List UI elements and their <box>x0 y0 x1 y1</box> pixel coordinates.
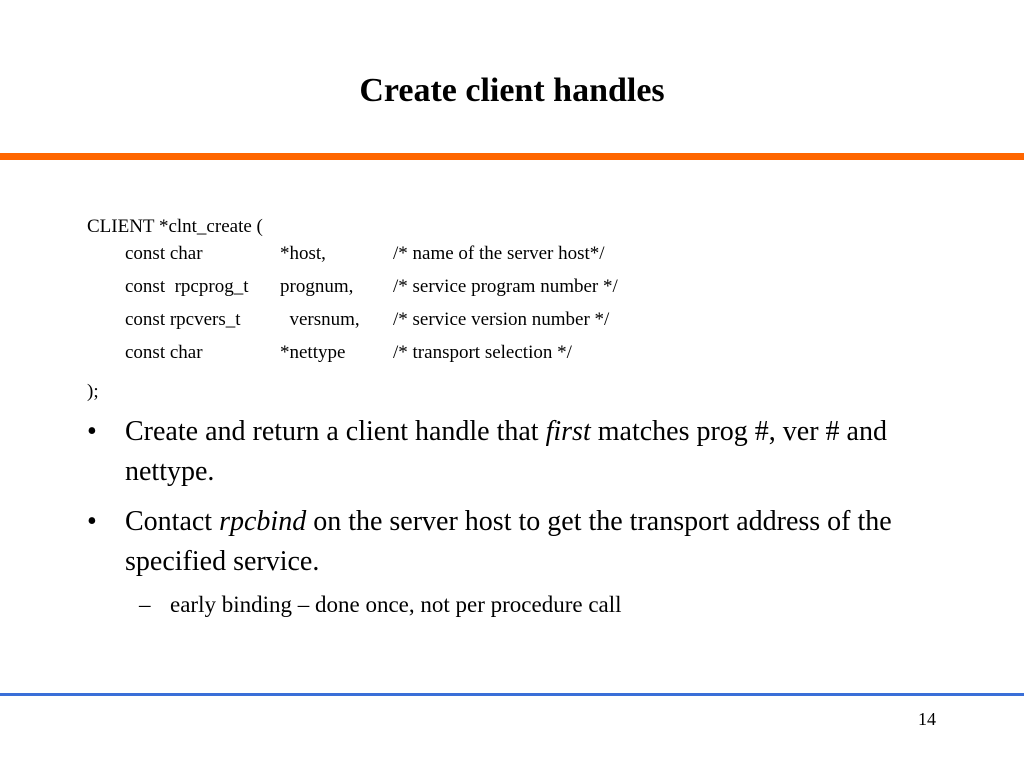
bullet-text: Create and return a client handle that <box>125 416 546 447</box>
param-type: const char <box>125 243 203 264</box>
param-comment: /* name of the server host*/ <box>393 243 605 264</box>
bullet-list: • Create and return a client handle that… <box>87 412 947 622</box>
signature-open-line: CLIENT *clnt_create ( <box>87 216 263 237</box>
bullet-text: Contact <box>125 506 220 537</box>
param-comment: /* transport selection */ <box>393 342 572 363</box>
sub-bullet-text: early binding – done once, not per proce… <box>170 592 622 617</box>
page-number: 14 <box>918 709 936 729</box>
bullet-text: matches prog #, ver # and nettype. <box>125 416 887 487</box>
param-type: const char <box>125 342 203 363</box>
slide-title: Create client handles <box>359 72 665 109</box>
param-comment: /* service version number */ <box>393 309 610 330</box>
sub-bullet-item: – early binding – done once, not per pro… <box>87 588 947 622</box>
param-name: *host, <box>280 243 326 264</box>
sub-bullet-marker: – <box>139 592 151 617</box>
signature-close-line: ); <box>87 381 99 402</box>
param-name: versnum, <box>280 309 360 330</box>
bullet-item-contact: • Contact rpcbind on the server host to … <box>87 502 947 582</box>
param-row-versnum: const rpcvers_t versnum, /* service vers… <box>87 309 609 342</box>
param-name: *nettype <box>280 342 346 363</box>
bottom-divider <box>0 693 1024 696</box>
param-type: const rpcvers_t <box>125 309 241 330</box>
function-signature: CLIENT *clnt_create ( const char *host, … <box>87 210 618 408</box>
param-name: prognum, <box>280 276 354 297</box>
param-type: const rpcprog_t <box>125 276 249 297</box>
bullet-text: on the server host to get the transport … <box>125 506 892 577</box>
param-row-nettype: const char *nettype /* transport selecti… <box>87 342 572 375</box>
bullet-emphasis: rpcbind <box>219 506 307 537</box>
bullet-marker: • <box>87 416 97 447</box>
param-row-prognum: const rpcprog_t prognum, /* service prog… <box>87 276 618 309</box>
bullet-item-create: • Create and return a client handle that… <box>87 412 947 492</box>
top-divider <box>0 153 1024 160</box>
param-row-host: const char *host, /* name of the server … <box>87 243 605 276</box>
bullet-emphasis: first <box>545 416 591 447</box>
param-comment: /* service program number */ <box>393 276 618 297</box>
bullet-marker: • <box>87 506 97 537</box>
